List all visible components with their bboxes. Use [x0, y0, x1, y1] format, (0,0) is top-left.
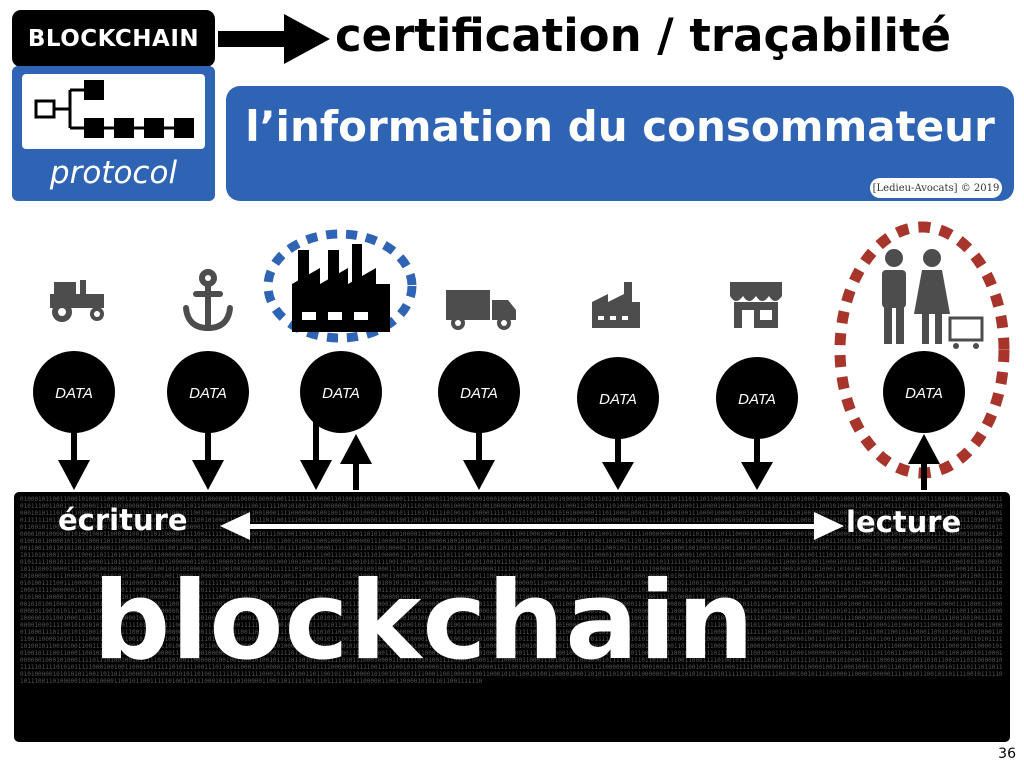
write-read-arrow-icon [220, 512, 844, 540]
data-node-4 [438, 351, 520, 433]
blockchain-title: blockchain [92, 559, 756, 684]
highlight-factory [263, 229, 417, 343]
write-arrow-3 [300, 416, 332, 490]
small-factory-icon [592, 282, 640, 328]
data-label-7: DATA [905, 385, 943, 402]
tractor-icon [50, 280, 104, 322]
shop-icon [730, 282, 782, 328]
write-label: écriture [58, 503, 188, 537]
factory-icon [292, 244, 390, 332]
data-label-6: DATA [738, 391, 776, 408]
blockchain-label: BLOCKCHAIN [12, 10, 215, 67]
protocol-box: protocol [12, 66, 215, 201]
write-arrow-1 [58, 432, 90, 490]
protocol-label: protocol [49, 155, 178, 191]
page-number: 36 [998, 746, 1016, 762]
read-label: lecture [846, 505, 962, 539]
page-title: certification / traçabilité [335, 9, 952, 62]
truck-icon [446, 290, 516, 330]
data-node-7 [883, 351, 965, 433]
data-node-5 [577, 357, 659, 439]
binary-background: 0100010110011000101000110010011001001001… [20, 496, 1003, 685]
subtitle: l’information du consommateur [245, 102, 995, 151]
highlight-consumer [834, 221, 1010, 479]
data-node-2 [167, 351, 249, 433]
protocol-diagram [22, 74, 205, 149]
data-node-6 [716, 357, 798, 439]
data-label-1: DATA [55, 385, 93, 402]
copyright-badge: [Ledieu-Avocats] © 2019 [870, 178, 1002, 198]
data-label-4: DATA [460, 385, 498, 402]
read-arrow-3 [340, 434, 372, 490]
read-arrow-7 [908, 434, 940, 490]
supply-chain-diagram: DATA DATA DATA DATA DATA DATA DATA [33, 221, 1010, 490]
block-chain-icon [34, 80, 194, 138]
write-arrow-2 [192, 432, 224, 490]
data-label-5: DATA [599, 391, 637, 408]
write-arrow-6 [741, 438, 773, 490]
write-arrow-4 [463, 432, 495, 490]
data-label-2: DATA [189, 385, 227, 402]
blockchain-panel: 0100010110011000101000110010011001001001… [14, 492, 1010, 742]
header-arrow-icon [218, 14, 330, 64]
data-label-3: DATA [322, 385, 360, 402]
write-arrow-5 [602, 438, 634, 490]
data-node-1 [33, 351, 115, 433]
shopping-couple-icon [882, 249, 984, 349]
data-node-3 [300, 351, 382, 433]
anchor-icon [183, 269, 233, 332]
